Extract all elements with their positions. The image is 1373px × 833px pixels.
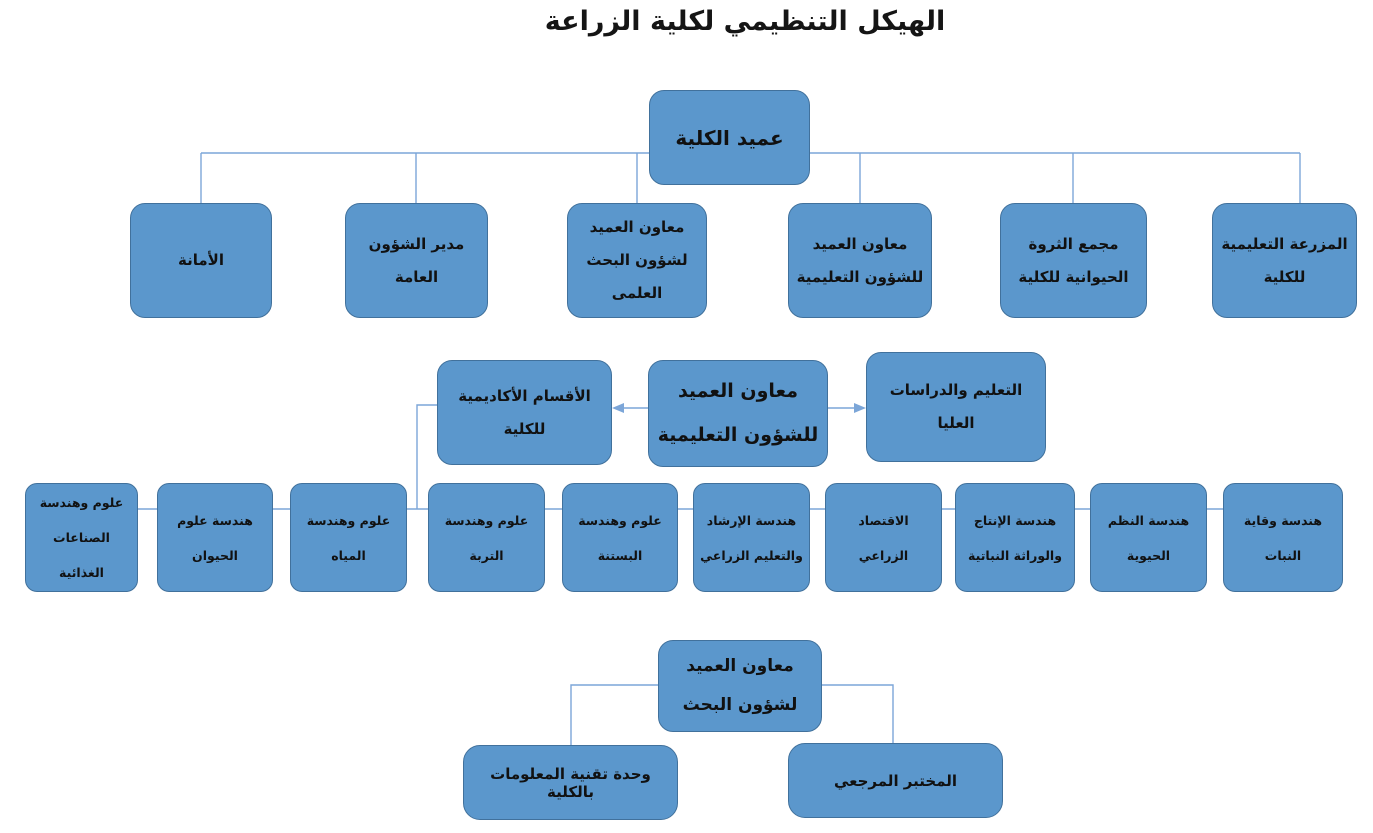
- node-dept-agricultural-economics: الاقتصاد الزراعي: [825, 483, 942, 592]
- node-assistant-dean-educational-affairs-hub: معاون العميد للشؤون التعليمية: [648, 360, 828, 467]
- page-title: الهيكل التنظيمي لكلية الزراعة: [544, 6, 946, 37]
- node-dept-water-science: علوم وهندسة المياه: [290, 483, 407, 592]
- node-dept-plant-protection: هندسة وقاية النبات: [1223, 483, 1343, 592]
- arrow-left-icon: [612, 403, 624, 413]
- node-dept-food-industries: علوم وهندسة الصناعات الغذائية: [25, 483, 138, 592]
- node-dept-animal-science: هندسة علوم الحيوان: [157, 483, 273, 592]
- node-academic-departments: الأقسام الأكاديمية للكلية: [437, 360, 612, 465]
- research-left-connector: [570, 684, 658, 745]
- academic-departments-connector: [416, 404, 437, 509]
- node-animal-wealth-complex: مجمع الثروة الحيوانية للكلية: [1000, 203, 1147, 318]
- node-assistant-dean-research: معاون العميد لشؤون البحث: [658, 640, 822, 732]
- node-general-affairs-director: مدير الشؤون العامة: [345, 203, 488, 318]
- node-assistant-dean-scientific-research: معاون العميد لشؤون البحث العلمى: [567, 203, 707, 318]
- node-dept-biosystems: هندسة النظم الحيوية: [1090, 483, 1207, 592]
- node-assistant-dean-educational-affairs: معاون العميد للشؤون التعليمية: [788, 203, 932, 318]
- research-right-connector: [822, 684, 894, 743]
- node-it-unit: وحدة تقنية المعلومات بالكلية: [463, 745, 678, 820]
- node-education-graduate-studies: التعليم والدراسات العليا: [866, 352, 1046, 462]
- node-educational-farm: المزرعة التعليمية للكلية: [1212, 203, 1357, 318]
- node-dept-extension-education: هندسة الإرشاد والتعليم الزراعي: [693, 483, 810, 592]
- node-dept-horticulture: علوم وهندسة البستنة: [562, 483, 678, 592]
- node-dept-soil-science: علوم وهندسة التربة: [428, 483, 545, 592]
- node-reference-lab: المختبر المرجعي: [788, 743, 1003, 818]
- node-dean: عميد الكلية: [649, 90, 810, 185]
- node-dept-plant-production-genetics: هندسة الإنتاج والوراثة النباتية: [955, 483, 1075, 592]
- node-secretariat: الأمانة: [130, 203, 272, 318]
- arrow-right-icon: [854, 403, 866, 413]
